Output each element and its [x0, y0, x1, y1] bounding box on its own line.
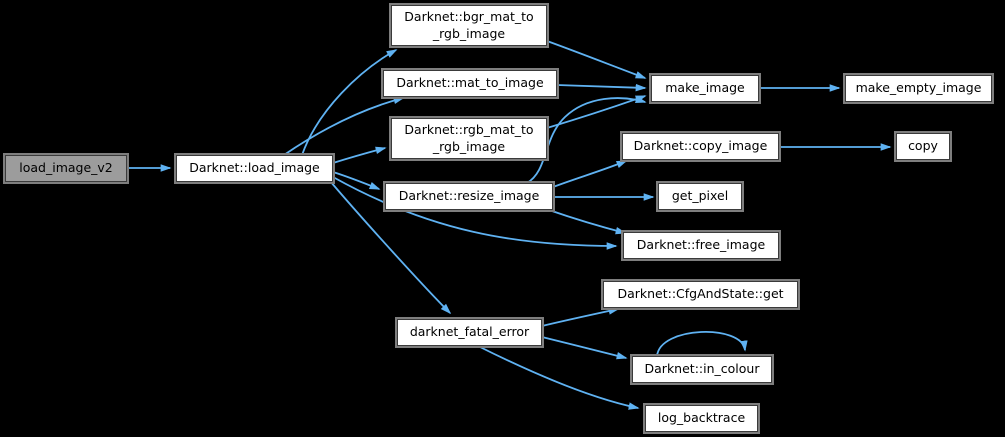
edge-load_image-to-mat_to_image [283, 96, 405, 156]
node-resize_image[interactable]: Darknet::resize_image [385, 183, 553, 210]
edge-darknet_fatal_error-to-log_backtrace [477, 345, 640, 410]
edge-load_image-to-darknet_fatal_error [329, 180, 452, 315]
node-darknet_fatal_error[interactable]: darknet_fatal_error [397, 319, 542, 346]
node-get_pixel[interactable]: get_pixel [658, 183, 742, 210]
edge-load_image-to-bgr_mat_to_rgb_image [301, 49, 398, 156]
edge-resize_image-to-copy_image [552, 160, 628, 188]
node-label-cfg_and_state_get: Darknet::CfgAndState::get [617, 286, 784, 302]
node-label-copy: copy [908, 138, 938, 154]
edge-in_colour-to-in_colour [656, 331, 748, 357]
node-mat_to_image[interactable]: Darknet::mat_to_image [383, 70, 557, 97]
node-label-make_empty_image: make_empty_image [855, 80, 982, 96]
node-label-load_image_v2: load_image_v2 [19, 160, 113, 176]
node-copy[interactable]: copy [896, 133, 950, 160]
edge-resize_image-to-make_image [526, 95, 647, 184]
node-label-make_image: make_image [665, 80, 745, 96]
node-load_image_v2: load_image_v2 [5, 155, 127, 182]
node-cfg_and_state_get[interactable]: Darknet::CfgAndState::get [603, 281, 798, 308]
node-make_empty_image[interactable]: make_empty_image [845, 75, 992, 102]
edge-resize_image-to-free_image [548, 209, 627, 235]
edge-darknet_fatal_error-to-in_colour [541, 336, 628, 360]
node-label-in_colour: Darknet::in_colour [644, 361, 760, 377]
node-label-load_image: Darknet::load_image [189, 160, 320, 176]
node-label-copy_image: Darknet::copy_image [633, 138, 768, 154]
node-make_image[interactable]: make_image [651, 75, 759, 102]
edge-load_image-to-resize_image [332, 171, 381, 190]
node-label-log_backtrace: log_backtrace [657, 410, 746, 426]
node-label-darknet_fatal_error: darknet_fatal_error [409, 324, 530, 340]
node-free_image[interactable]: Darknet::free_image [623, 232, 779, 259]
node-label-resize_image: Darknet::resize_image [398, 188, 540, 204]
node-label-mat_to_image: Darknet::mat_to_image [396, 75, 544, 91]
node-load_image[interactable]: Darknet::load_image [176, 155, 333, 182]
edge-darknet_fatal_error-to-cfg_and_state_get [541, 307, 620, 327]
node-in_colour[interactable]: Darknet::in_colour [632, 356, 772, 383]
node-label-bgr_mat_to_rgb_image: Darknet::bgr_mat_to _rgb_image [404, 9, 534, 41]
node-bgr_mat_to_rgb_image[interactable]: Darknet::bgr_mat_to _rgb_image [391, 5, 547, 46]
edge-bgr_mat_to_rgb_image-to-make_image [546, 40, 647, 79]
edge-load_image-to-free_image [332, 176, 618, 250]
edge-mat_to_image-to-make_image [556, 83, 647, 92]
node-copy_image[interactable]: Darknet::copy_image [622, 133, 779, 160]
edge-load_image-to-rgb_mat_to_rgb_image [332, 146, 387, 164]
node-label-get_pixel: get_pixel [671, 188, 729, 204]
node-log_backtrace[interactable]: log_backtrace [645, 405, 758, 432]
node-label-rgb_mat_to_rgb_image: Darknet::rgb_mat_to _rgb_image [404, 122, 534, 154]
node-rgb_mat_to_rgb_image[interactable]: Darknet::rgb_mat_to _rgb_image [391, 118, 547, 159]
node-label-free_image: Darknet::free_image [636, 237, 766, 253]
